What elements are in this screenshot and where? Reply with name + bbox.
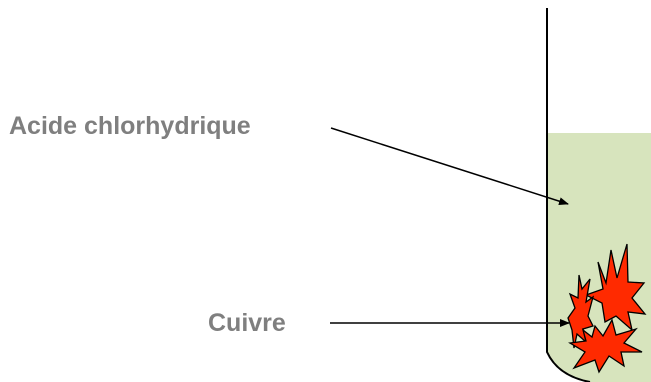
acid-pointer-arrow	[330, 127, 569, 206]
copper-pieces	[567, 243, 647, 374]
copper-piece	[568, 318, 643, 374]
copper-piece	[584, 243, 647, 332]
acid-label: Acide chlorhydrique	[9, 112, 251, 140]
copper-label: Cuivre	[208, 309, 286, 337]
test-tube-wall	[546, 8, 591, 382]
